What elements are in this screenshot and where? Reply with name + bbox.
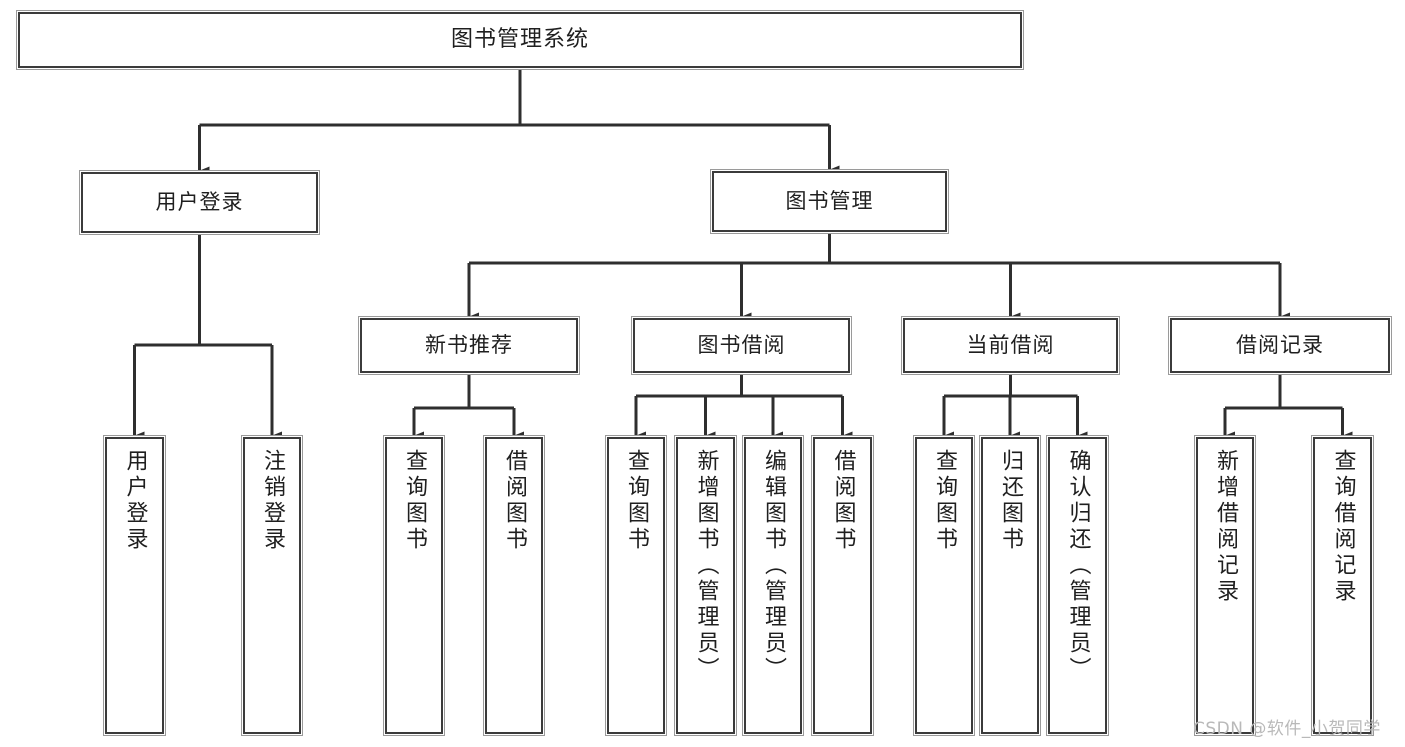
node-borrow[interactable]: 图书借阅 (633, 318, 850, 373)
node-leaf-logout[interactable]: 注销登录 (243, 437, 301, 734)
node-label: 查询图书 (932, 449, 957, 553)
node-label: 查询图书 (402, 449, 427, 553)
node-label: 查询图书 (624, 449, 649, 553)
node-label: 注销登录 (260, 449, 285, 553)
node-leaf-b2[interactable]: 借阅图书 (813, 437, 872, 734)
node-leaf-q2[interactable]: 查询图书 (607, 437, 665, 734)
node-leaf-addrec[interactable]: 新增借阅记录 (1196, 437, 1254, 734)
node-leaf-edit[interactable]: 编辑图书（管理员） (744, 437, 802, 734)
node-leaf-login[interactable]: 用户登录 (105, 437, 164, 734)
node-label: 借阅图书 (502, 449, 527, 553)
node-leaf-q1[interactable]: 查询图书 (385, 437, 443, 734)
node-label: 编辑图书（管理员） (761, 449, 786, 683)
node-label: 归还图书 (998, 449, 1023, 553)
node-leaf-b1[interactable]: 借阅图书 (485, 437, 543, 734)
node-label: 用户登录 (155, 190, 244, 215)
node-leaf-q3[interactable]: 查询图书 (915, 437, 973, 734)
node-newbook[interactable]: 新书推荐 (360, 318, 578, 373)
node-label: 图书管理系统 (450, 27, 589, 53)
node-records[interactable]: 借阅记录 (1170, 318, 1390, 373)
node-leaf-return[interactable]: 归还图书 (981, 437, 1039, 734)
node-login[interactable]: 用户登录 (81, 172, 318, 233)
node-label: 新增图书（管理员） (693, 449, 719, 683)
csdn-watermark: CSDN @软件_小贺同学 (1193, 719, 1381, 739)
node-current[interactable]: 当前借阅 (903, 318, 1118, 373)
node-label: 图书管理 (785, 189, 874, 214)
node-label: 新书推荐 (425, 333, 513, 358)
node-label: 查询借阅记录 (1330, 449, 1356, 605)
node-label: 新增借阅记录 (1213, 449, 1238, 605)
node-label: 借阅记录 (1236, 333, 1324, 358)
node-label: 图书借阅 (697, 333, 786, 358)
node-bookmgmt[interactable]: 图书管理 (712, 171, 947, 232)
node-leaf-conf[interactable]: 确认归还（管理员） (1048, 437, 1107, 734)
node-leaf-qrec[interactable]: 查询借阅记录 (1313, 437, 1372, 734)
node-label: 当前借阅 (966, 333, 1055, 358)
node-root[interactable]: 图书管理系统 (18, 12, 1022, 68)
node-label: 确认归还（管理员） (1065, 449, 1091, 683)
node-label: 借阅图书 (830, 449, 856, 553)
node-leaf-add[interactable]: 新增图书（管理员） (676, 437, 735, 734)
node-label: 用户登录 (122, 449, 148, 553)
